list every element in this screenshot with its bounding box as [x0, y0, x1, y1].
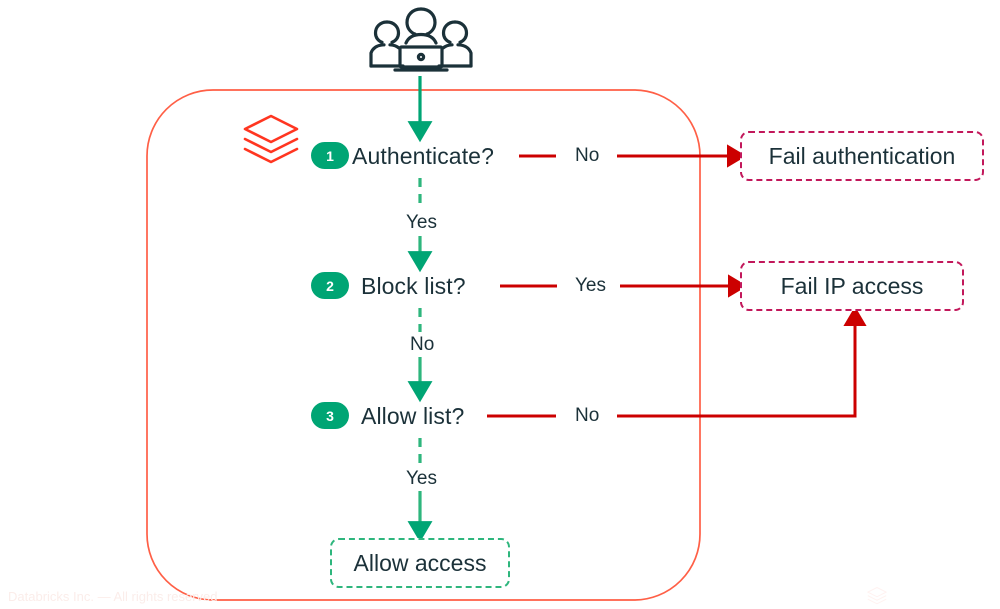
workspace-boundary-outline [146, 89, 701, 601]
people-with-laptop-icon [369, 7, 473, 72]
edge-label-blocklist-yes: Yes [568, 275, 613, 297]
footer-copyright: Databricks Inc. — All rights reserved [8, 589, 218, 604]
edge-label-authenticate-no: No [568, 145, 607, 167]
step-badge-2: 2 [311, 272, 349, 299]
terminal-fail-authentication[interactable]: Fail authentication [740, 131, 984, 181]
step-badge-3: 3 [311, 402, 349, 429]
decision-allow-list[interactable]: Allow list? [361, 403, 465, 429]
edge-label-authenticate-yes: Yes [399, 212, 444, 234]
decision-block-list[interactable]: Block list? [361, 273, 466, 299]
databricks-watermark-icon [867, 586, 887, 605]
terminal-allow-access[interactable]: Allow access [330, 538, 510, 588]
decision-authenticate[interactable]: Authenticate? [352, 143, 494, 169]
edge-label-allowlist-no: No [568, 405, 607, 427]
edge-label-blocklist-no: No [403, 334, 442, 356]
terminal-fail-ip-access[interactable]: Fail IP access [740, 261, 964, 311]
edge-allowlist-no-right [617, 306, 867, 418]
step-badge-1: 1 [311, 142, 349, 169]
edge-label-allowlist-yes: Yes [399, 468, 444, 490]
databricks-logo-icon [243, 114, 299, 164]
